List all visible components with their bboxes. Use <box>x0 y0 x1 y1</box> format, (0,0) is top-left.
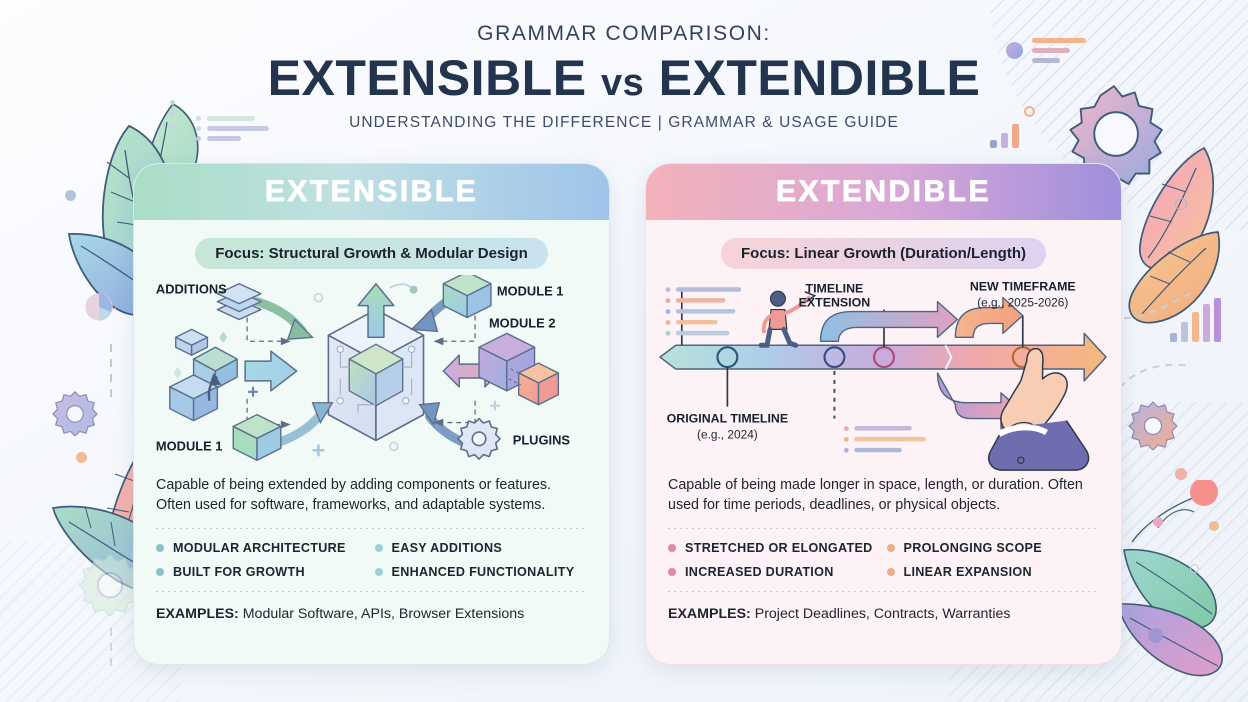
tag-item: PROLONGING SCOPE <box>886 540 1100 555</box>
diagram-label-original-timeline: ORIGINAL TIMELINE <box>667 412 788 426</box>
diagram-label-timeline: TIMELINE <box>806 282 864 296</box>
tag-item: BUILT FOR GROWTH <box>156 565 369 579</box>
page-title-vs: vs <box>600 62 645 104</box>
bullet-dot <box>886 543 895 552</box>
diagram-label-new-timeframe-sub: (e.g., 2025-2026) <box>977 296 1068 310</box>
tag-item: STRETCHED OR ELONGATED <box>668 541 881 555</box>
pie-chart-decoration <box>85 293 116 321</box>
card-extensible-header: EXTENSIBLE <box>134 164 609 220</box>
card-extendible-examples: EXAMPLES: Project Deadlines, Contracts, … <box>668 606 1099 622</box>
diagram-label-extension: EXTENSION <box>799 296 871 310</box>
dot-decoration-dotted-top-left <box>170 100 175 105</box>
gear-icon-bottom-left <box>52 391 98 436</box>
dot-decoration-orange-left <box>76 452 87 463</box>
leaf-decoration-bottom-right <box>1118 480 1223 677</box>
diagram-label-module1-right: MODULE 1 <box>497 284 564 299</box>
minilist-timeline-bottom <box>843 426 926 453</box>
bullet-dot <box>374 543 383 552</box>
dashed-line-bottom-left <box>110 628 112 672</box>
card-extensible-tags: MODULAR ARCHITECTURE EASY ADDITIONS BUIL… <box>156 541 587 579</box>
card-extendible-title: EXTENDIBLE <box>775 175 992 209</box>
examples-value: Modular Software, APIs, Browser Extensio… <box>242 605 525 622</box>
dot-decoration-dotted-top-left-2 <box>170 112 175 117</box>
page-title: EXTENSIBLE vs EXTENDIBLE <box>0 52 1248 105</box>
tag-label: EASY ADDITIONS <box>391 540 503 555</box>
list-item <box>196 126 269 131</box>
card-extendible[interactable]: EXTENDIBLE Focus: Linear Growth (Duratio… <box>645 163 1122 665</box>
card-extendible-header: EXTENDIBLE <box>646 164 1121 220</box>
card-extensible[interactable]: EXTENSIBLE Focus: Structural Growth & Mo… <box>133 163 610 665</box>
card-extensible-title: EXTENSIBLE <box>264 175 479 209</box>
tag-label: ENHANCED FUNCTIONALITY <box>391 564 575 579</box>
minilist-timeline-left <box>665 287 742 336</box>
dashed-curve-bottom-right <box>1119 363 1191 389</box>
tag-label: STRETCHED OR ELONGATED <box>685 540 873 555</box>
examples-value: Project Deadlines, Contracts, Warranties <box>754 605 1011 622</box>
page-title-right: EXTENDIBLE <box>658 50 981 106</box>
dot-decoration-dotted-top-left-3 <box>170 124 175 129</box>
divider-top-right-card <box>668 527 1099 529</box>
divider-bottom-right-card <box>668 590 1099 592</box>
walking-person-illustration <box>758 290 817 348</box>
examples-label: EXAMPLES: <box>156 605 239 622</box>
card-extendible-tags: STRETCHED OR ELONGATED PROLONGING SCOPE … <box>668 541 1099 579</box>
pointing-hand-illustration <box>987 348 1090 471</box>
divider-bottom-left-card <box>156 590 587 592</box>
diagram-label-plugins: PLUGINS <box>513 432 571 447</box>
focus-pill-extendible: Focus: Linear Growth (Duration/Length) <box>721 238 1046 269</box>
bullet-dot <box>668 543 676 552</box>
tag-item: MODULAR ARCHITECTURE <box>156 541 369 555</box>
bullet-dot <box>156 567 164 576</box>
bullet-dot <box>374 567 383 576</box>
tag-item: EASY ADDITIONS <box>374 540 588 555</box>
list-item <box>196 116 269 121</box>
tag-item: ENHANCED FUNCTIONALITY <box>374 564 588 579</box>
ring-decoration-top-right <box>1024 106 1035 117</box>
page-title-left: EXTENSIBLE <box>267 50 587 106</box>
card-extensible-examples: EXAMPLES: Modular Software, APIs, Browse… <box>156 606 587 622</box>
tag-label: MODULAR ARCHITECTURE <box>173 540 346 555</box>
tag-label: INCREASED DURATION <box>685 564 834 579</box>
diagram-label-new-timeframe: NEW TIMEFRAME <box>970 280 1076 294</box>
dot-decoration-left <box>65 190 76 201</box>
focus-pill-extensible: Focus: Structural Growth & Modular Desig… <box>195 238 548 269</box>
dot-decoration-pink-right <box>1175 468 1187 480</box>
ring-decoration-right <box>1175 198 1187 210</box>
header-kicker: GRAMMAR COMPARISON: <box>477 22 771 45</box>
examples-label: EXAMPLES: <box>668 605 751 622</box>
card-extendible-description: Capable of being made longer in space, l… <box>668 477 1083 514</box>
bullet-dot <box>668 567 676 576</box>
card-extendible-focus-wrap: Focus: Linear Growth (Duration/Length) <box>646 238 1121 269</box>
diagram-timeline: TIMELINE EXTENSION NEW TIMEFRAME (e.g., … <box>658 275 1109 471</box>
diagram-label-additions: ADDITIONS <box>156 282 227 297</box>
tag-label: LINEAR EXPANSION <box>903 564 1032 579</box>
card-extensible-description: Capable of being extended by adding comp… <box>156 477 552 514</box>
tag-label: BUILT FOR GROWTH <box>173 564 305 579</box>
bullet-dot <box>156 543 164 552</box>
diagram-label-module1-left: MODULE 1 <box>156 438 223 453</box>
dot-decoration-purple-right <box>1148 628 1163 643</box>
diagram-label-original-timeline-sub: (e.g., 2024) <box>697 427 758 441</box>
list-item <box>196 136 269 141</box>
tag-item: INCREASED DURATION <box>668 565 881 579</box>
header-subtitle: UNDERSTANDING THE DIFFERENCE | GRAMMAR &… <box>349 113 899 131</box>
diagram-label-module2: MODULE 2 <box>489 315 556 330</box>
divider-top-left-card <box>156 527 587 529</box>
page-header: GRAMMAR COMPARISON: EXTENSIBLE vs EXTEND… <box>0 22 1248 132</box>
dashed-line-left <box>110 344 112 402</box>
ring-decoration-small-right <box>1190 564 1199 573</box>
minilist-top-left <box>196 116 269 141</box>
card-extensible-focus-wrap: Focus: Structural Growth & Modular Desig… <box>134 238 609 269</box>
bar-chart-decoration-right <box>1170 298 1221 342</box>
tag-label: PROLONGING SCOPE <box>903 540 1042 555</box>
bar-chart-decoration-top-right <box>990 122 1019 148</box>
gear-icon-bottom-right <box>1128 401 1178 450</box>
diagram-modular-cube: ADDITIONS MODULE 1 MODULE 2 PLUGINS MODU… <box>146 271 597 471</box>
bullet-dot <box>886 567 895 576</box>
tag-item: LINEAR EXPANSION <box>886 564 1100 579</box>
